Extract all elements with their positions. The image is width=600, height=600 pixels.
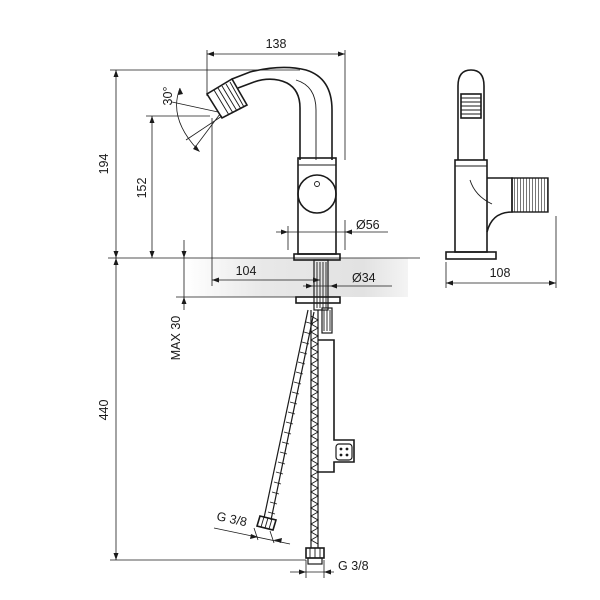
dim-label-138: 138 (266, 37, 287, 51)
dim-label-max30: MAX 30 (169, 316, 183, 361)
faucet-side-view (445, 69, 549, 260)
dim-label-104: 104 (236, 264, 257, 278)
dim-hose-440: 440 (97, 258, 306, 561)
dim-width-138: 138 (206, 37, 346, 160)
dim-label-30deg: 30° (161, 87, 175, 106)
dim-depth-108: 108 (445, 216, 557, 288)
faucet-front-view (205, 66, 355, 565)
dim-label-440: 440 (97, 400, 111, 421)
dim-height-152: 152 (135, 115, 210, 258)
dim-label-g38-bottom: G 3/8 (338, 559, 369, 573)
dim-label-d56: Ø56 (356, 218, 380, 232)
dim-thread-left: G 3/8 (213, 509, 291, 545)
dim-thread-bottom: G 3/8 (290, 559, 369, 578)
diagonal-hose (255, 309, 315, 531)
dim-label-g38-left: G 3/8 (215, 509, 248, 529)
dim-max-30: MAX 30 (169, 240, 187, 360)
dim-label-d34: Ø34 (352, 271, 376, 285)
aerator-nozzle (205, 77, 249, 120)
threaded-rod (313, 259, 329, 311)
hose-clip (318, 339, 355, 473)
dim-diameter-56: Ø56 (276, 218, 388, 250)
dim-angle-30: 30° (161, 87, 223, 152)
dim-label-194: 194 (97, 154, 111, 175)
dim-label-152: 152 (135, 178, 149, 199)
vertical-hose (305, 310, 325, 565)
dim-diameter-34: Ø34 (303, 271, 392, 289)
dim-height-194: 194 (97, 69, 300, 258)
deck-band (186, 258, 408, 297)
dim-label-108: 108 (490, 266, 511, 280)
lever-knob (297, 174, 337, 214)
